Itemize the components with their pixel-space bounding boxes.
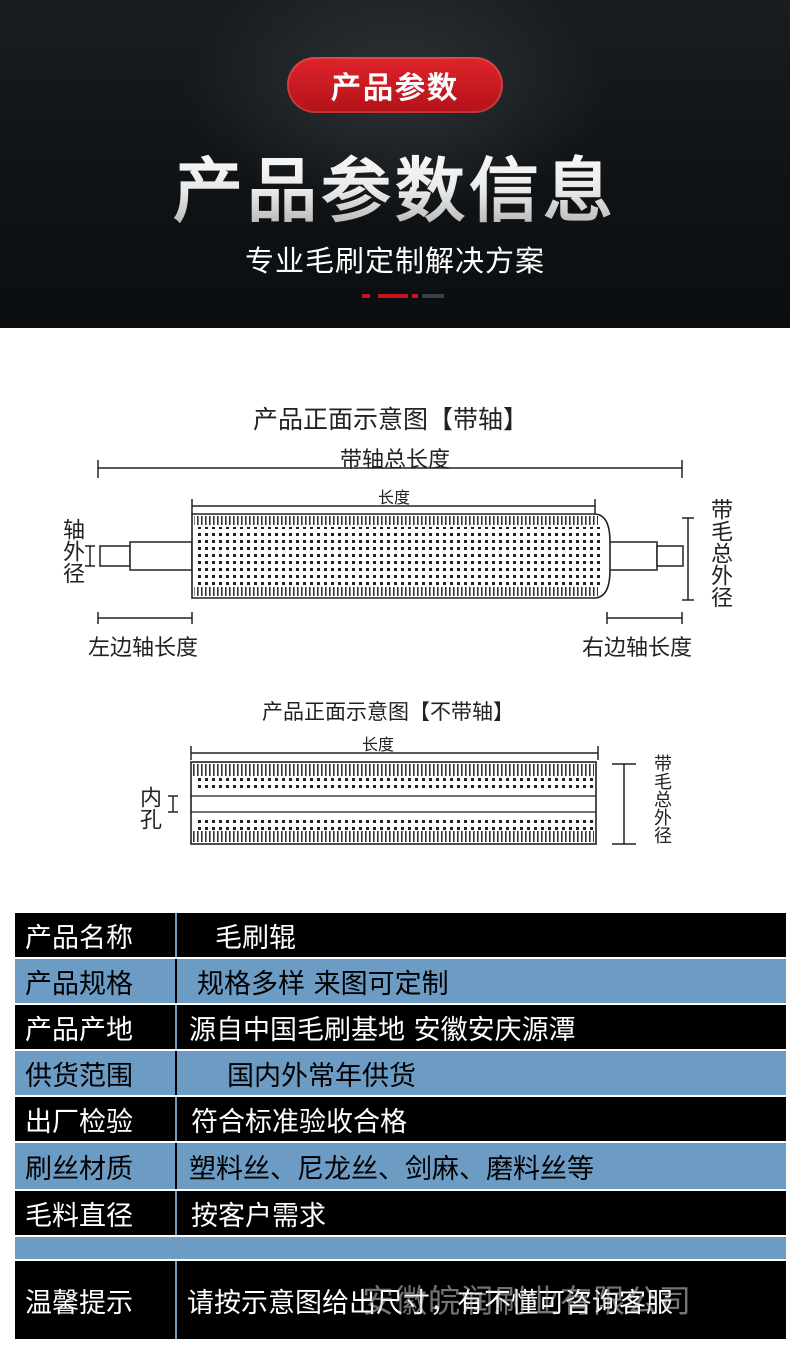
row-label: 产品名称: [25, 922, 133, 954]
row-label: 供货范围: [25, 1060, 133, 1092]
table-row: 产品名称 毛刷辊: [15, 913, 786, 957]
diagram1-title: 产品正面示意图【带轴】: [253, 405, 529, 434]
section-badge-label: 产品参数: [331, 71, 459, 106]
page-subtitle: 专业毛刷定制解决方案: [244, 244, 545, 278]
accent-line: [412, 294, 418, 298]
spec-table: 产品名称 毛刷辊 产品规格 规格多样 来图可定制 产品产地 源自中国毛刷基地 安…: [10, 903, 790, 1347]
page-title: 产品参数信息: [0, 135, 790, 236]
table-row: 刷丝材质 塑料丝、尼龙丝、剑麻、磨料丝等: [15, 1143, 786, 1189]
row-value: 毛刷辊: [215, 922, 296, 954]
table-row: 供货范围 国内外常年供货: [15, 1051, 786, 1095]
row-value: 符合标准验收合格: [191, 1106, 407, 1138]
length-label: 长度: [378, 488, 411, 507]
header-banner: 产品参数 产品参数信息 专业毛刷定制解决方案: [0, 0, 790, 328]
table-row: 产品产地 源自中国毛刷基地 安徽安庆源潭: [15, 1005, 786, 1049]
row-value: 源自中国毛刷基地 安徽安庆源潭: [189, 1014, 576, 1046]
table-spacer-row: [15, 1237, 786, 1259]
roller-without-shaft-drawing: [168, 746, 636, 845]
row-label: 毛料直径: [25, 1200, 133, 1232]
outer-diameter-label: 带毛总外径: [707, 498, 732, 608]
row-value: 规格多样 来图可定制: [197, 968, 449, 1000]
outer-diameter-label: 带毛总外径: [651, 754, 672, 844]
row-label: 产品规格: [25, 968, 133, 1000]
left-shaft-length-label: 左边轴长度: [88, 636, 199, 661]
accent-line: [378, 294, 408, 298]
total-length-label: 带轴总长度: [340, 448, 451, 473]
table-row: 产品规格 规格多样 来图可定制: [15, 959, 786, 1003]
company-watermark: 安徽皖润刷业有限公司: [362, 1282, 693, 1320]
shaft-od-label: 轴外径: [59, 518, 84, 584]
right-shaft-length-label: 右边轴长度: [582, 636, 693, 661]
table-row: 温馨提示 请按示意图给出尺寸，有不懂可咨询客服: [15, 1261, 786, 1339]
row-label: 产品产地: [25, 1014, 133, 1046]
row-label: 温馨提示: [25, 1287, 133, 1319]
row-label: 出厂检验: [25, 1106, 133, 1138]
accent-line: [362, 294, 370, 298]
inner-hole-label: 内孔: [136, 786, 161, 830]
roller-with-shaft-drawing: [85, 460, 694, 624]
length-label: 长度: [362, 735, 395, 754]
row-value: 塑料丝、尼龙丝、剑麻、磨料丝等: [189, 1153, 594, 1185]
diagram-area: 产品正面示意图【带轴】 带轴总长度 长度 轴外径 带毛总外径 左边轴长度 右边轴…: [0, 328, 790, 903]
section-badge: 产品参数: [287, 57, 503, 113]
row-value: 国内外常年供货: [227, 1060, 416, 1092]
table-row: 出厂检验 符合标准验收合格: [15, 1097, 786, 1141]
roller-diagrams: [85, 460, 694, 845]
row-value: 按客户需求: [191, 1200, 326, 1232]
table-row: 毛料直径 按客户需求: [15, 1191, 786, 1235]
diagram2-title: 产品正面示意图【不带轴】: [262, 700, 514, 724]
accent-line: [422, 294, 444, 298]
row-value: 请按示意图给出尺寸，有不懂可咨询客服: [187, 1287, 673, 1319]
row-label: 刷丝材质: [25, 1153, 133, 1185]
